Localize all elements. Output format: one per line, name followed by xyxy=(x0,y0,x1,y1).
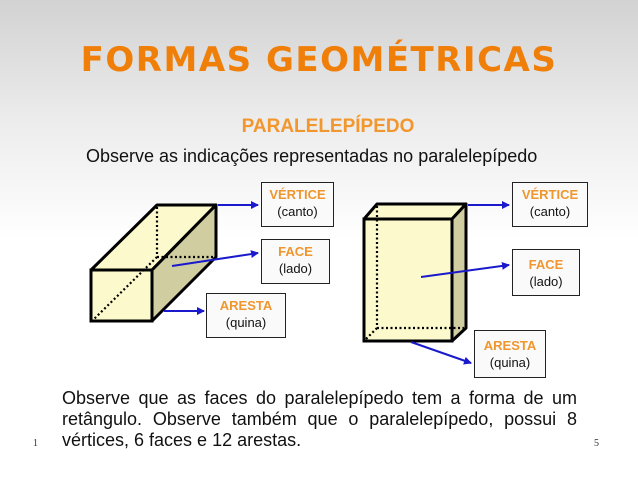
arrow-face-left xyxy=(171,250,259,267)
label-aresta-left: ARESTA (quina) xyxy=(206,293,286,338)
label-vertice-right: VÉRTICE (canto) xyxy=(512,182,588,227)
horizontal-box-icon xyxy=(89,203,218,323)
page-number-right: 5 xyxy=(594,438,599,449)
label-vertice-left: VÉRTICE (canto) xyxy=(261,182,334,227)
body-paragraph: Observe que as faces do paralelepípedo t… xyxy=(62,388,577,450)
intro-text: Observe as indicações representadas no p… xyxy=(86,146,538,166)
slide-title: FORMAS GEOMÉTRICAS xyxy=(80,40,558,80)
label-face-right: FACE (lado) xyxy=(512,249,580,296)
page-number-left: 1 xyxy=(33,438,38,449)
label-aresta-right: ARESTA (quina) xyxy=(474,330,546,378)
arrow-face-right xyxy=(420,261,510,278)
slide-subtitle: PARALELEPÍPEDO xyxy=(241,116,415,137)
arrow-aresta-right xyxy=(410,341,472,365)
label-face-left: FACE (lado) xyxy=(261,239,330,284)
